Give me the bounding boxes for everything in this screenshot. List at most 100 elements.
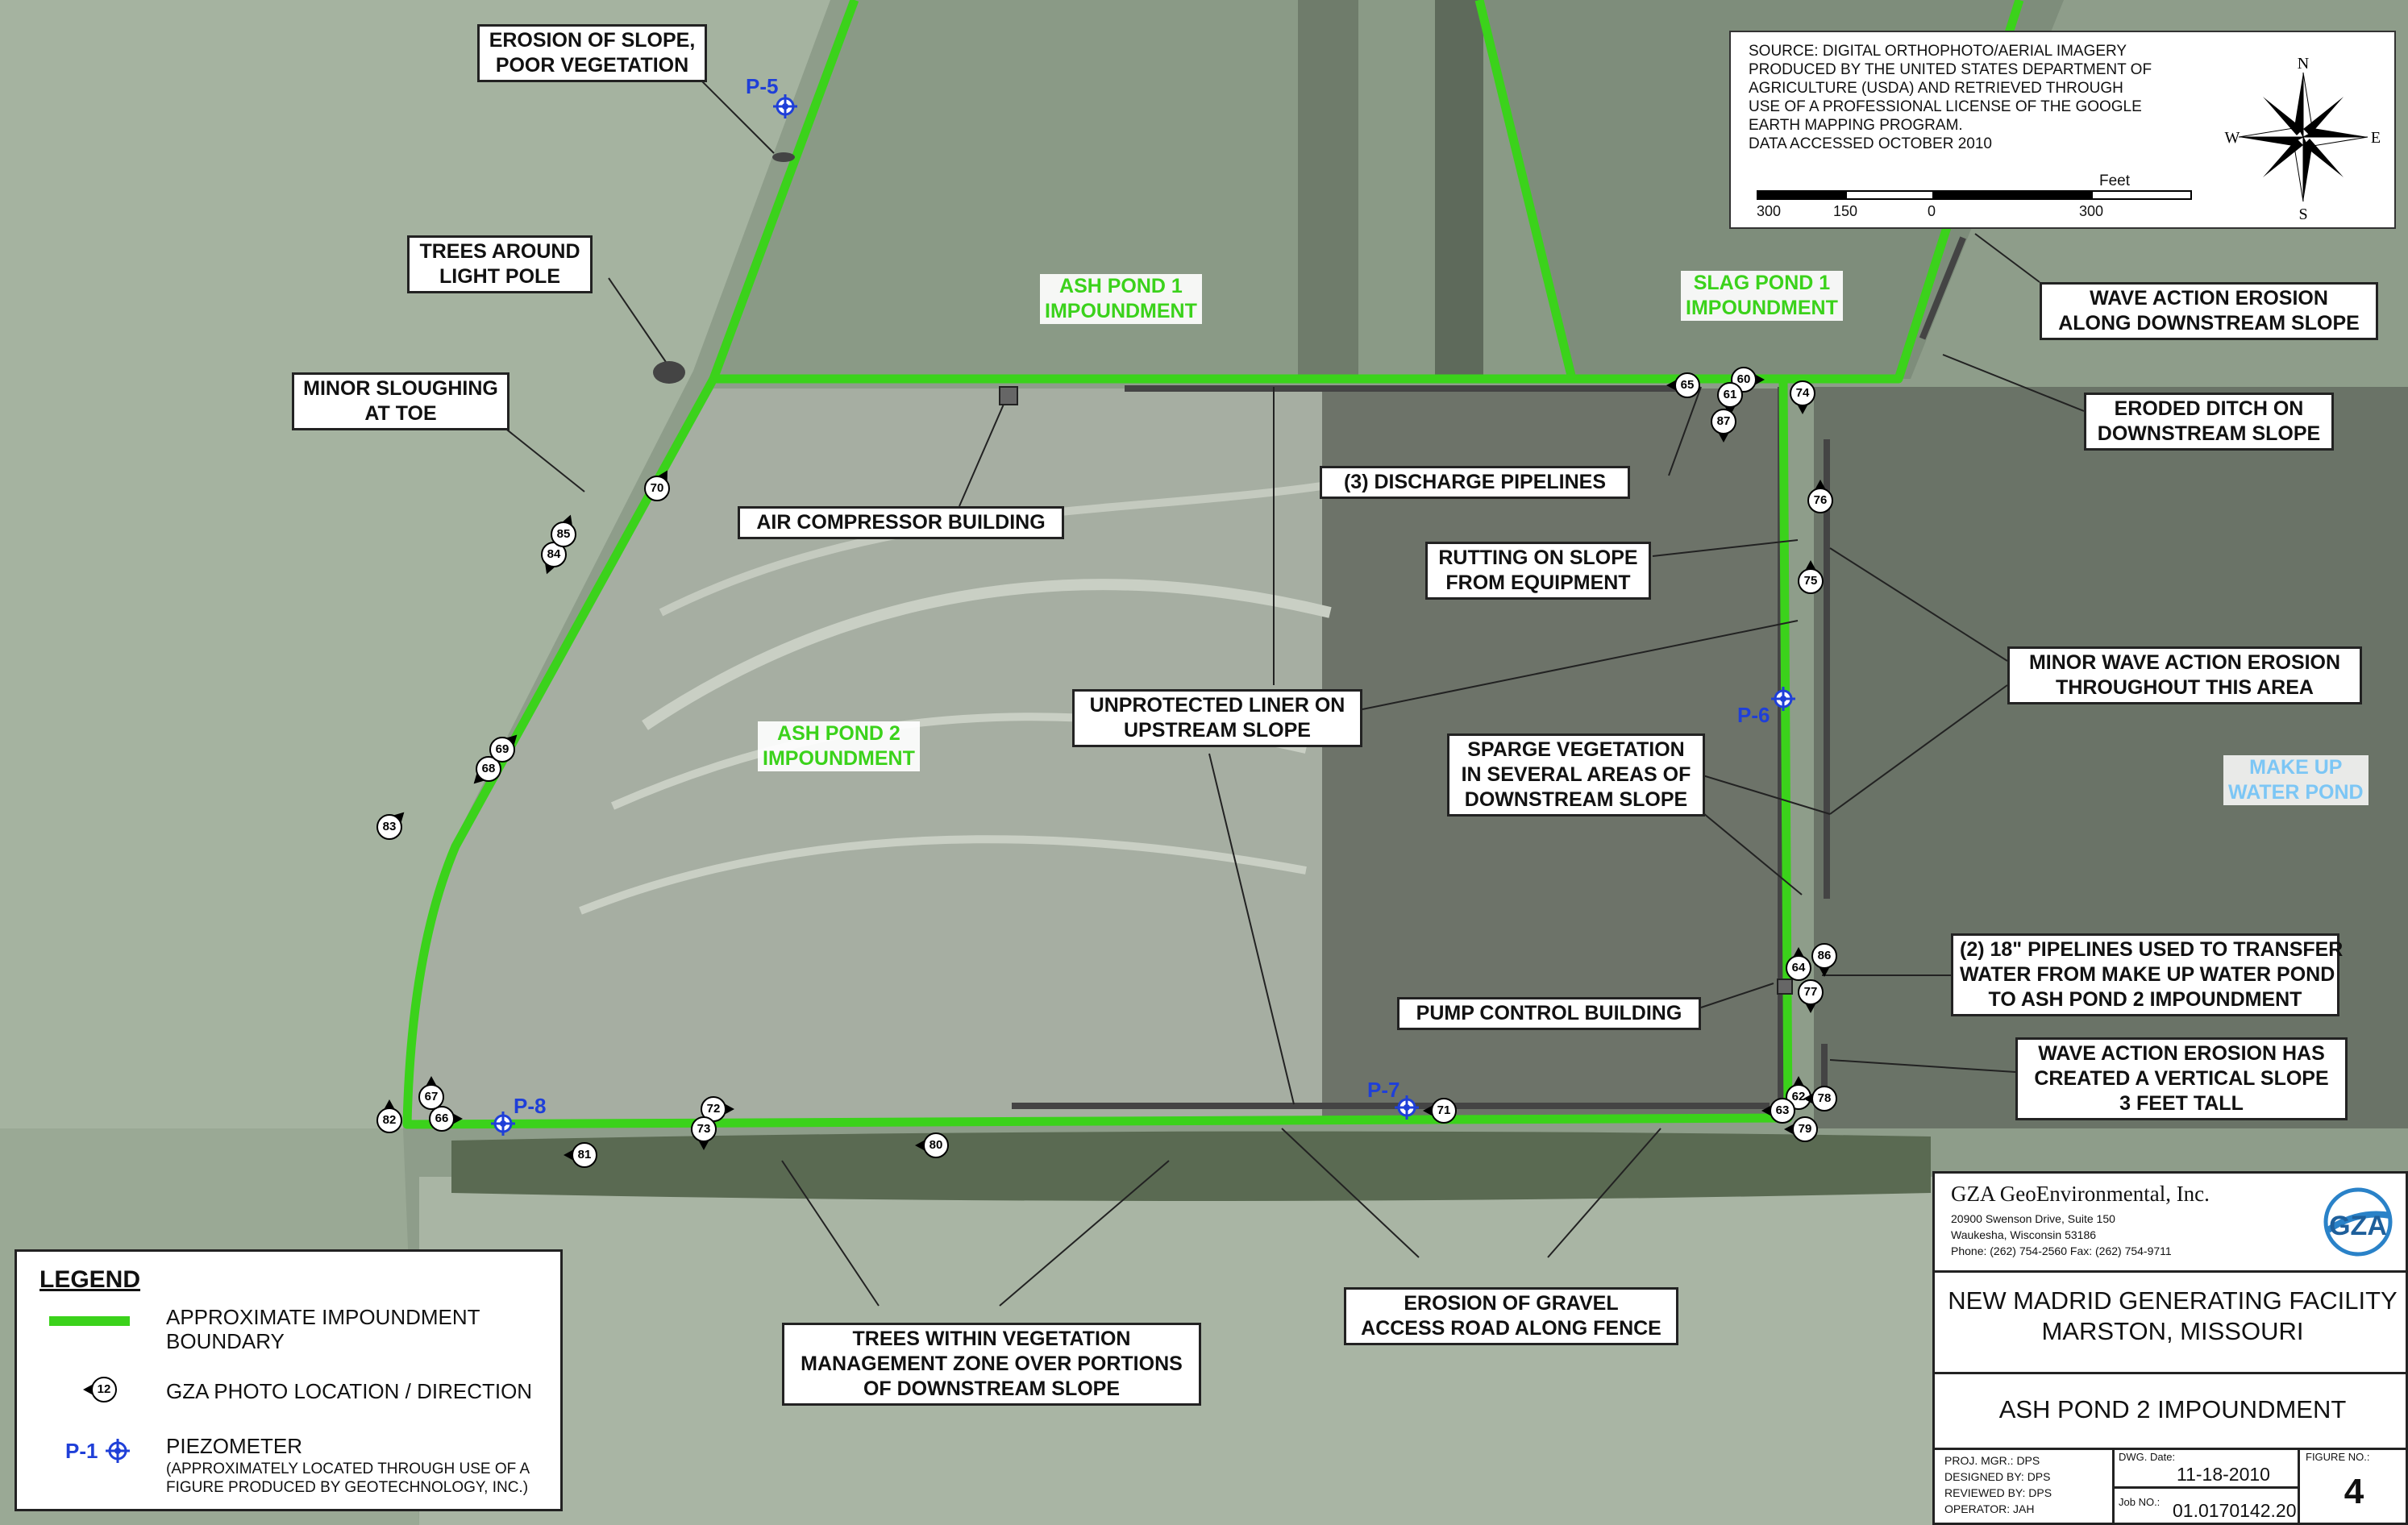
- legend-piezometer-note: (APPROXIMATELY LOCATED THROUGH USE OF A …: [166, 1461, 530, 1496]
- zone-ash-pond-1: ASH POND 1 IMPOUNDMENT: [1040, 274, 1202, 324]
- photo-marker: 66: [427, 1104, 463, 1133]
- piezometer-label-p5: P-5: [746, 74, 779, 98]
- callout-18-pipelines: (2) 18" PIPELINES USED TO TRANSFER WATER…: [1951, 933, 2343, 1016]
- photo-marker: 64: [1784, 947, 1813, 983]
- photo-marker: 73: [689, 1115, 718, 1150]
- facility-location: MARSTON, MISSOURI: [2041, 1317, 2304, 1345]
- photo-marker: 78: [1803, 1084, 1839, 1113]
- source-line: EARTH MAPPING PROGRAM.: [1749, 117, 1963, 134]
- zone-makeup-water-pond: MAKE UP WATER POND: [2223, 755, 2368, 805]
- callout-erosion-of-slope: EROSION OF SLOPE, POOR VEGETATION: [477, 24, 707, 82]
- gza-logo-text: GZA: [2329, 1211, 2387, 1241]
- dwg-date: 11-18-2010: [2177, 1464, 2270, 1485]
- photo-marker: 65: [1666, 371, 1702, 400]
- zone-slag-pond-1: SLAG POND 1 IMPOUNDMENT: [1681, 271, 1843, 321]
- photo-number: 71: [1431, 1098, 1457, 1124]
- scale-tick: 300: [2079, 203, 2104, 219]
- photo-marker: 80: [915, 1131, 950, 1160]
- piezometer-icon: [106, 1439, 130, 1463]
- photo-marker: 60: [1729, 365, 1765, 394]
- zone-ash-pond-2: ASH POND 2 IMPOUNDMENT: [758, 721, 920, 771]
- photo-number: 77: [1798, 979, 1824, 1005]
- photo-number: 63: [1770, 1098, 1795, 1124]
- callout-unprotected-liner: UNPROTECTED LINER ON UPSTREAM SLOPE: [1072, 689, 1362, 747]
- compass-rose-icon: N S W E: [2225, 55, 2381, 223]
- source-line: AGRICULTURE (USDA) AND RETRIEVED THROUGH: [1749, 80, 2123, 97]
- photo-number: 75: [1798, 568, 1824, 594]
- photo-number: 80: [923, 1132, 949, 1158]
- scale-tick: 150: [1833, 203, 1858, 219]
- photo-marker: 85: [549, 514, 578, 549]
- photo-number: 83: [376, 814, 402, 840]
- photo-marker: 76: [1806, 480, 1835, 515]
- photo-number: 82: [376, 1107, 402, 1133]
- source-line: DATA ACCESSED OCTOBER 2010: [1749, 135, 1992, 152]
- photo-number: 64: [1786, 955, 1811, 981]
- callout-minor-wave-erosion: MINOR WAVE ACTION EROSION THROUGHOUT THI…: [2007, 646, 2362, 704]
- scale-tick: 0: [1928, 203, 1936, 219]
- callout-wave-vertical-slope: WAVE ACTION EROSION HAS CREATED A VERTIC…: [2015, 1037, 2348, 1120]
- legend: LEGEND APPROXIMATE IMPOUNDMENT BOUNDARY …: [15, 1249, 563, 1511]
- photo-number: 78: [1811, 1086, 1837, 1112]
- callout-pump-control: PUMP CONTROL BUILDING: [1397, 997, 1701, 1030]
- compass-e: E: [2371, 129, 2381, 147]
- legend-title: LEGEND: [40, 1266, 141, 1293]
- callout-trees-light-pole: TREES AROUND LIGHT POLE: [407, 235, 593, 293]
- reviewed-by: REVIEWED BY: DPS: [1944, 1486, 2052, 1499]
- scale-tick: 300: [1757, 203, 1782, 219]
- company-phone: Phone: (262) 754-2560 Fax: (262) 754-971…: [1951, 1245, 2172, 1257]
- photo-number: 79: [1792, 1116, 1818, 1142]
- facility-name: NEW MADRID GENERATING FACILITY: [1948, 1286, 2398, 1315]
- job-no-label: Job NO.:: [2119, 1496, 2161, 1508]
- photo-number: 65: [1674, 372, 1700, 398]
- photo-number: 67: [418, 1084, 444, 1110]
- callout-trees-vegetation: TREES WITHIN VEGETATION MANAGEMENT ZONE …: [782, 1323, 1201, 1406]
- legend-piezometer-label: PIEZOMETER: [166, 1434, 303, 1458]
- scale-bar: Feet 300 150 0 300: [1757, 172, 2192, 222]
- callout-eroded-ditch: ERODED DITCH ON DOWNSTREAM SLOPE: [2084, 393, 2334, 451]
- photo-marker: 61: [1716, 380, 1745, 416]
- photo-number: 69: [489, 737, 515, 762]
- photo-number: 76: [1807, 488, 1833, 513]
- compass-n: N: [2298, 55, 2309, 73]
- company-address-2: Waukesha, Wisconsin 53186: [1951, 1228, 2097, 1241]
- legend-piezometer-sample: P-1: [65, 1439, 98, 1463]
- photo-marker: 81: [564, 1141, 599, 1170]
- photo-number: 70: [644, 476, 670, 501]
- gza-logo-icon: GZA: [2323, 1187, 2393, 1257]
- piezometer-icon: [491, 1112, 515, 1136]
- photo-marker: 77: [1796, 978, 1825, 1013]
- photo-number: 85: [551, 521, 576, 547]
- dwg-date-label: DWG. Date:: [2119, 1451, 2176, 1463]
- photo-number: 81: [572, 1142, 597, 1168]
- photo-marker: 74: [1788, 379, 1817, 414]
- source-text: SOURCE: DIGITAL ORTHOPHOTO/AERIAL IMAGER…: [1749, 42, 2168, 153]
- photo-number: 87: [1711, 409, 1736, 434]
- callout-air-compressor: AIR COMPRESSOR BUILDING: [738, 506, 1064, 539]
- title-block: GZA GeoEnvironmental, Inc. 20900 Swenson…: [1932, 1171, 2408, 1525]
- piezometer-icon: [773, 94, 797, 118]
- photo-number: 66: [429, 1106, 455, 1132]
- legend-boundary-swatch: [49, 1316, 130, 1326]
- figure-number: 4: [2344, 1472, 2364, 1511]
- source-box: SOURCE: DIGITAL ORTHOPHOTO/AERIAL IMAGER…: [1729, 31, 2396, 229]
- company-address-1: 20900 Swenson Drive, Suite 150: [1951, 1212, 2115, 1225]
- piezometer-label-p6: P-6: [1737, 703, 1770, 727]
- piezometer-label-p7: P-7: [1367, 1078, 1400, 1102]
- company-name: GZA GeoEnvironmental, Inc.: [1951, 1182, 2210, 1206]
- scale-unit: Feet: [2099, 172, 2131, 189]
- photo-marker: 86: [1810, 941, 1839, 977]
- legend-photo-marker: 12: [83, 1375, 119, 1404]
- figure-label: FIGURE NO.:: [2306, 1451, 2370, 1463]
- source-line: PRODUCED BY THE UNITED STATES DEPARTMENT…: [1749, 61, 2152, 78]
- callout-rutting: RUTTING ON SLOPE FROM EQUIPMENT: [1425, 542, 1651, 600]
- photo-marker: 71: [1423, 1096, 1458, 1125]
- photo-number: 86: [1811, 943, 1837, 969]
- photo-marker: 79: [1784, 1115, 1820, 1144]
- photo-marker: 69: [488, 734, 518, 764]
- source-line: USE OF A PROFESSIONAL LICENSE OF THE GOO…: [1749, 98, 2142, 115]
- photo-marker: 67: [417, 1076, 446, 1112]
- callout-discharge-pipelines: (3) DISCHARGE PIPELINES: [1320, 466, 1630, 499]
- job-no: 01.0170142.20: [2173, 1500, 2297, 1521]
